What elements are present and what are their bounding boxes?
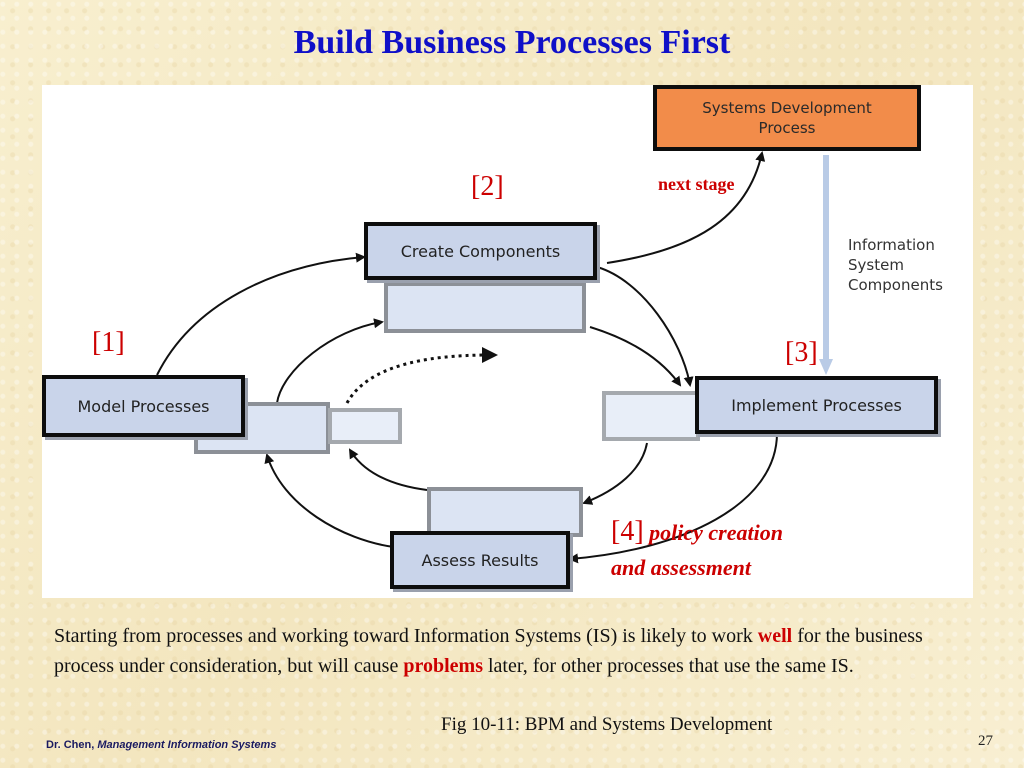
next-stage-label: next stage bbox=[658, 174, 735, 194]
stage-4-label: [4] bbox=[611, 516, 644, 547]
highlight-well: well bbox=[757, 625, 793, 647]
body-text-part2: for the business process under considera… bbox=[54, 625, 923, 677]
page-number: 27 bbox=[978, 733, 993, 749]
implement-processes-box: Implement Processes bbox=[695, 376, 938, 434]
arrow-next-stage bbox=[606, 151, 766, 264]
footer-book: Management Information Systems bbox=[97, 739, 277, 751]
footer-author: Dr. Chen, bbox=[46, 739, 95, 751]
body-paragraph: Starting from processes and working towa… bbox=[54, 621, 974, 681]
stage-2-label: [2] bbox=[471, 171, 504, 202]
arrow-inner-top bbox=[276, 318, 384, 404]
model-processes-box: Model Processes bbox=[42, 375, 245, 437]
dotted-iteration-arrow bbox=[345, 353, 491, 404]
arrow-inner-left bbox=[348, 448, 428, 491]
arrow-model-to-create bbox=[156, 252, 366, 376]
stage-4-note: policy creation and assessment bbox=[611, 520, 783, 580]
arrow-inner-right bbox=[589, 326, 682, 387]
body-text-part1: Starting from processes and working towa… bbox=[54, 625, 758, 647]
ghost-box-left-light bbox=[328, 408, 402, 444]
arrow-inner-bottom bbox=[582, 442, 648, 505]
stage-3-label: [3] bbox=[785, 337, 818, 368]
diagram-panel: Create Components Model Processes Implem… bbox=[42, 85, 973, 598]
arrow-create-to-implement bbox=[596, 266, 694, 387]
ghost-box-right bbox=[602, 391, 700, 441]
information-system-components-label: Information System Components bbox=[848, 236, 943, 294]
ghost-box-bottom bbox=[427, 487, 583, 537]
stage-4-annotation: [4] policy creation and assessment bbox=[611, 514, 811, 585]
ghost-box-top bbox=[384, 282, 586, 333]
slide-title: Build Business Processes First bbox=[293, 24, 731, 61]
arrow-implement-to-assess bbox=[568, 432, 778, 564]
systems-development-process-box: Systems Development Process bbox=[653, 85, 921, 151]
stage-1-label: [1] bbox=[92, 327, 125, 358]
arrow-assess-to-model bbox=[264, 453, 395, 548]
body-text-part3: later, for other processes that use the … bbox=[483, 655, 854, 677]
assess-results-box: Assess Results bbox=[390, 531, 570, 589]
diagram-connectors bbox=[156, 151, 833, 564]
highlight-problems: problems bbox=[403, 655, 483, 677]
footer-credit: Dr. Chen, Management Information Systems bbox=[46, 739, 276, 751]
create-components-box: Create Components bbox=[364, 222, 597, 280]
figure-caption: Fig 10-11: BPM and Systems Development bbox=[441, 714, 773, 735]
